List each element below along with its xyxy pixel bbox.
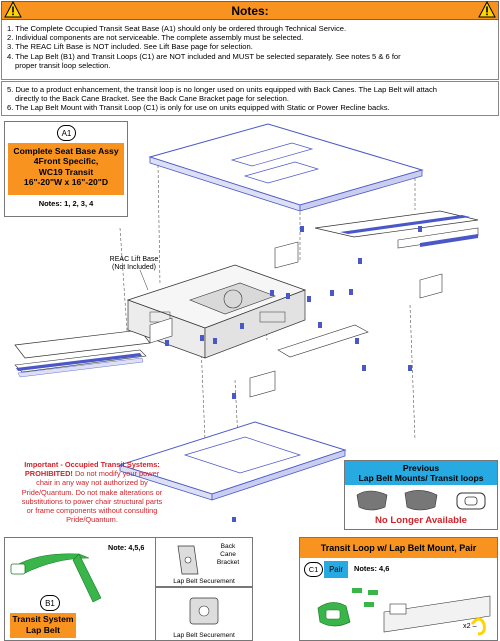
exploded-diagram	[14, 123, 479, 522]
reac-lift-base-label: REAC Lift Base (Not Included)	[104, 256, 164, 273]
mount-brackets	[149, 241, 443, 398]
note-5-cont: directly to the Back Cane Bracket. See t…	[15, 94, 289, 104]
b1-title: Transit System Lap Belt	[10, 613, 76, 638]
a1-title-line-3: WC19 Transit	[38, 166, 94, 177]
back-cane-label-1: Back	[220, 543, 236, 550]
notes-title: Notes:	[231, 3, 269, 18]
c1-notes: Notes: 4,6	[354, 564, 390, 573]
left-side-rail	[14, 329, 151, 378]
c1-part-box: Transit Loop w/ Lap Belt Mount, Pair C1 …	[299, 537, 498, 641]
no-longer-available: No Longer Available	[374, 515, 468, 526]
a1-title: Complete Seat Base Assy 4Front Specific,…	[8, 143, 124, 195]
b1-title-line-1: Transit System	[12, 614, 74, 624]
note-4-cont: proper transit loop selection.	[15, 60, 111, 70]
base-plate	[118, 421, 347, 501]
back-cane-label: Back Cane Bracket	[208, 543, 248, 567]
important-line-7: Pride/Quantum.	[66, 515, 118, 525]
note-4: 4. The Lap Belt (B1) and Transit Loops (…	[7, 51, 401, 61]
important-line-3: chair in any way not authorized by	[36, 478, 148, 488]
c1-title: Transit Loop w/ Lap Belt Mount, Pair	[300, 538, 497, 558]
note-2: 2. Individual components are not service…	[7, 33, 304, 43]
a1-title-line-4: 16"-20"W x 16"-20"D	[23, 177, 109, 188]
reac-leader-line	[139, 269, 149, 291]
b1-part-box: Note: 4,5,6 B1 Transit System Lap Belt	[4, 537, 156, 641]
back-cane-label-2: Cane	[220, 551, 236, 558]
reac-label-line-2: (Not Included)	[112, 264, 156, 272]
note-1: 1. The Complete Occupied Transit Seat Ba…	[7, 24, 347, 33]
securement-icon	[189, 597, 219, 625]
notes-list-bottom: 5. Due to a product enhancement, the tra…	[1, 81, 499, 116]
note-5: 5. Due to a product enhancement, the tra…	[7, 85, 438, 94]
lap-belt-illustration	[10, 553, 102, 603]
c1-quantity: x2 –	[463, 621, 477, 630]
a1-title-line-1: Complete Seat Base Assy	[13, 146, 119, 156]
important-line-5: substitutions to power chair structural …	[21, 496, 163, 506]
previous-title-1: Previous	[402, 463, 440, 473]
a1-code: A1	[57, 125, 76, 141]
lift-base	[126, 264, 307, 359]
c1-pair-badge: Pair	[324, 561, 348, 578]
b1-title-line-2: Lap Belt	[26, 624, 60, 635]
b1-note: Note: 4,5,6	[108, 543, 145, 552]
reac-label-line-1: REAC Lift Base	[109, 256, 159, 263]
transit-loop-illustration	[317, 588, 491, 636]
a1-notes: Notes: 1, 2, 3, 4	[38, 199, 94, 208]
important-warning: Important - Occupied Transit Systems: PR…	[4, 460, 180, 524]
lap-belt-securement-label-2: Lap Belt Securement	[173, 632, 235, 639]
bolts	[165, 226, 422, 522]
lap-belt-securement-label-1: Lap Belt Securement	[173, 578, 235, 585]
lap-belt-securement-box: Lap Belt Securement	[155, 587, 253, 641]
important-line-4: Pride/Quantum. Do not make alterations o…	[21, 487, 163, 497]
back-cane-label-3: Bracket	[216, 559, 240, 566]
b1-code: B1	[40, 595, 60, 611]
back-cane-bracket-icon	[177, 545, 199, 575]
a1-part-box: A1 Complete Seat Base Assy 4Front Specif…	[4, 121, 128, 217]
previous-mounts-illustration	[356, 490, 486, 511]
right-side-rail	[314, 210, 479, 249]
important-line-1: Important - Occupied Transit Systems:	[24, 460, 160, 469]
note-3: 3. The REAC Lift Base is NOT included. S…	[7, 42, 253, 52]
previous-header: Previous Lap Belt Mounts/ Transit loops	[345, 461, 497, 485]
important-line-2: Do not modify your power	[72, 469, 160, 479]
notes-list-top: 1. The Complete Occupied Transit Seat Ba…	[1, 20, 499, 80]
previous-title-2: Lap Belt Mounts/ Transit loops	[358, 473, 484, 484]
notes-header: Notes:	[1, 1, 499, 20]
previous-mounts-box: Previous Lap Belt Mounts/ Transit loops …	[344, 460, 498, 530]
important-line-6: or frame components without consulting	[26, 506, 158, 516]
note-6: 6. The Lap Belt Mount with Transit Loop …	[7, 103, 390, 113]
seat-top-plate	[148, 123, 424, 212]
a1-title-line-2: 4Front Specific,	[33, 156, 99, 167]
back-cane-bracket-box: Back Cane Bracket Lap Belt Securement	[155, 537, 253, 587]
c1-code: C1	[304, 562, 323, 577]
prohibited-text: PROHIBITED!	[24, 469, 73, 479]
